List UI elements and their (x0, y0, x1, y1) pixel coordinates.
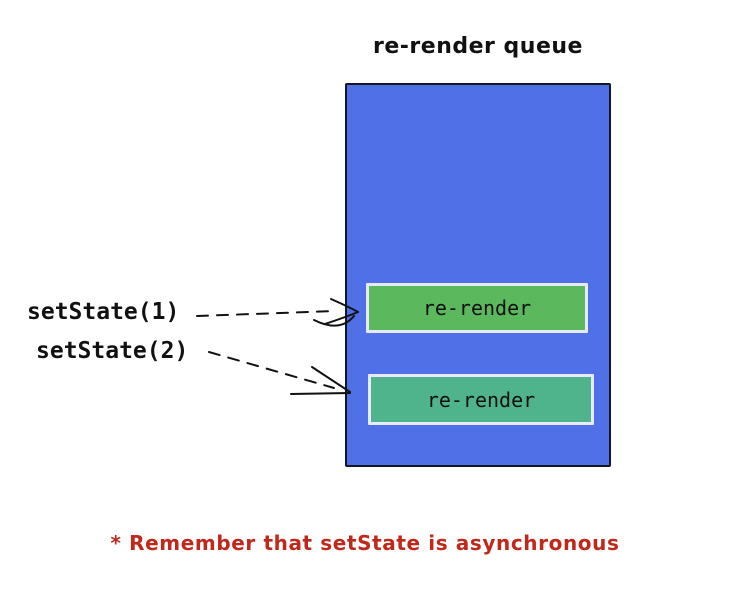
queue-item-2: re-render (368, 374, 594, 425)
queue-item-1: re-render (366, 283, 588, 333)
setstate-2-label: setState(2) (36, 338, 189, 364)
dashed-arrow-2 (208, 351, 351, 395)
dashed-arrow-1 (196, 298, 359, 327)
asynchronous-note: * Remember that setState is asynchronous (110, 531, 620, 555)
queue-item-2-label: re-render (426, 387, 536, 412)
setstate-1-label: setState(1) (27, 299, 180, 325)
queue-item-1-label: re-render (422, 296, 532, 320)
re-render-queue-box: re-render re-render (345, 83, 611, 467)
queue-title: re-render queue (373, 34, 583, 59)
